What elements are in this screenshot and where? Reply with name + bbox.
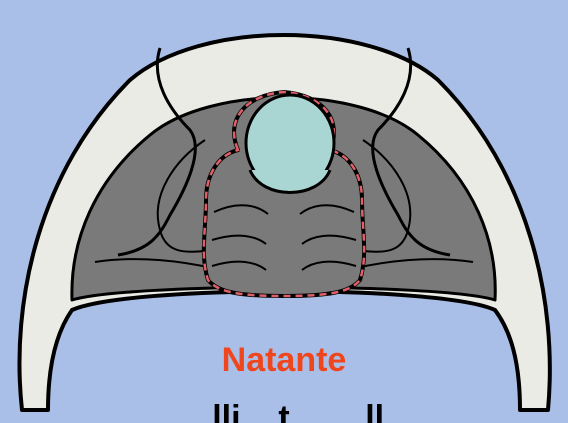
diagram-title: Natante [0, 340, 568, 380]
diagram-caption-partial: ...lli ...t ... ...ll [0, 398, 568, 423]
